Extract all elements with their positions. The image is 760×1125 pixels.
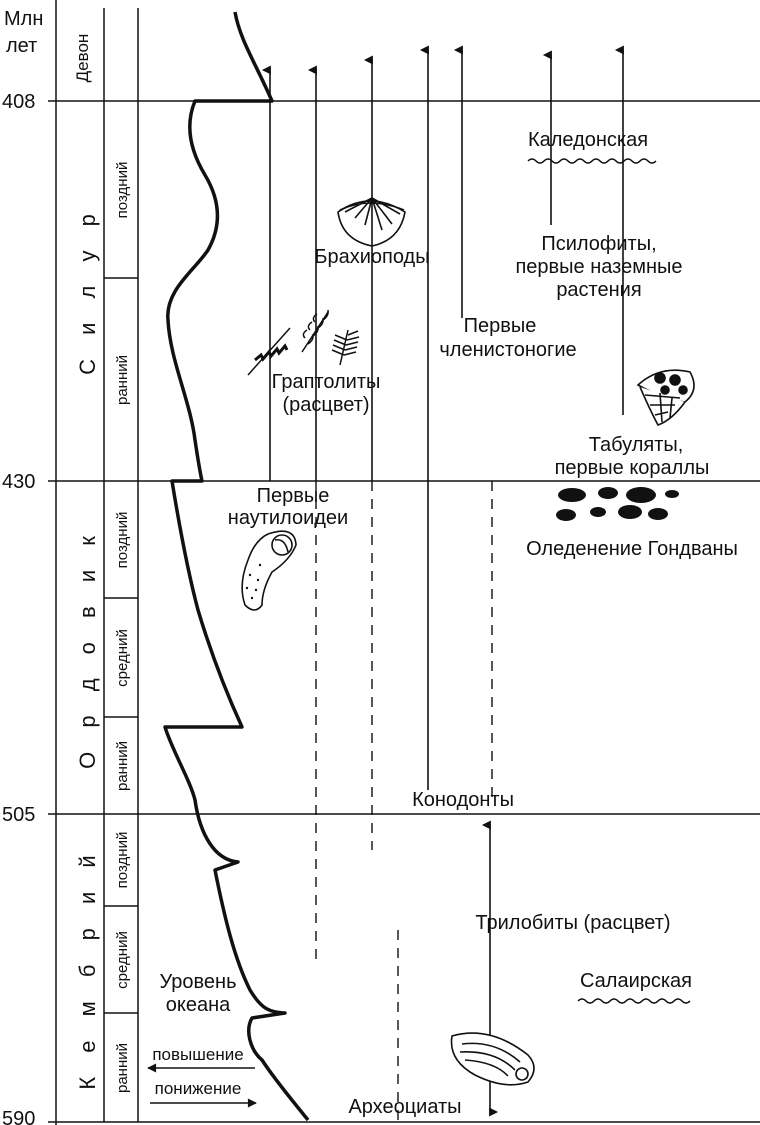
label-rise: повышение — [152, 1045, 243, 1064]
label-archaeocyaths: Археоциаты — [348, 1096, 461, 1118]
caledonian-wave-icon — [528, 159, 656, 163]
epoch-ord-mid: средний — [114, 629, 131, 687]
period-ordovik: О р д о в и к — [75, 527, 100, 769]
brachiopod-icon — [338, 198, 405, 246]
label-graptolites-1: Граптолиты — [272, 371, 381, 393]
label-caledonian: Каледонская — [528, 129, 648, 151]
trilobite-icon — [451, 1033, 534, 1085]
label-tabulates-1: Табуляты, — [589, 434, 684, 456]
period-devon: Девон — [73, 34, 92, 83]
label-salair: Салаирская — [580, 970, 692, 992]
axis-unit-line2: лет — [6, 35, 37, 57]
label-graptolites-2: (расцвет) — [282, 394, 369, 416]
epoch-silur-early: ранний — [114, 355, 131, 405]
label-psilophytes-3: растения — [556, 279, 641, 301]
label-nautiloids-2: наутилоидеи — [228, 507, 348, 529]
label-psilophytes-1: Псилофиты, — [541, 233, 656, 255]
nautiloid-icon — [242, 531, 296, 610]
epoch-ord-late: поздний — [114, 512, 131, 569]
tick-label-590: 590 — [2, 1108, 35, 1125]
label-trilobites: Трилобиты (расцвет) — [475, 912, 670, 934]
range-arrows — [270, 50, 623, 1112]
epoch-kem-late: поздний — [114, 832, 131, 889]
tick-label-505: 505 — [2, 804, 35, 826]
glaciation-icon — [556, 487, 679, 521]
label-tabulates-2: первые кораллы — [555, 457, 710, 479]
salair-wave-icon — [578, 999, 690, 1003]
label-conodonts: Конодонты — [412, 789, 514, 811]
epoch-silur-late: поздний — [114, 162, 131, 219]
ocean-level-curve — [165, 12, 308, 1120]
graptolite-icon — [248, 310, 359, 375]
label-brachiopods: Брахиоподы — [314, 246, 429, 268]
epoch-kem-mid: средний — [114, 931, 131, 989]
label-gondwana-glaciation: Оледенение Гондваны — [526, 538, 738, 560]
axis-unit-line1: Млн — [4, 8, 43, 30]
label-arthropods-2: членистоногие — [439, 339, 576, 361]
scale-tick-marks — [48, 101, 56, 1122]
tick-label-430: 430 — [2, 471, 35, 493]
label-nautiloids-1: Первые — [257, 485, 330, 507]
label-ocean-level-2: океана — [166, 994, 231, 1016]
label-fall: понижение — [155, 1079, 242, 1098]
label-arthropods-1: Первые — [464, 315, 537, 337]
tabulate-coral-icon — [638, 370, 694, 425]
tick-label-408: 408 — [2, 91, 35, 113]
label-psilophytes-2: первые наземные — [515, 256, 682, 278]
period-silur: С и л у р — [75, 205, 100, 375]
label-ocean-level-1: Уровень — [159, 971, 236, 993]
epoch-kem-early: ранний — [114, 1043, 131, 1093]
epoch-ord-early: ранний — [114, 741, 131, 791]
period-kembriy: К е м б р и й — [75, 846, 100, 1089]
